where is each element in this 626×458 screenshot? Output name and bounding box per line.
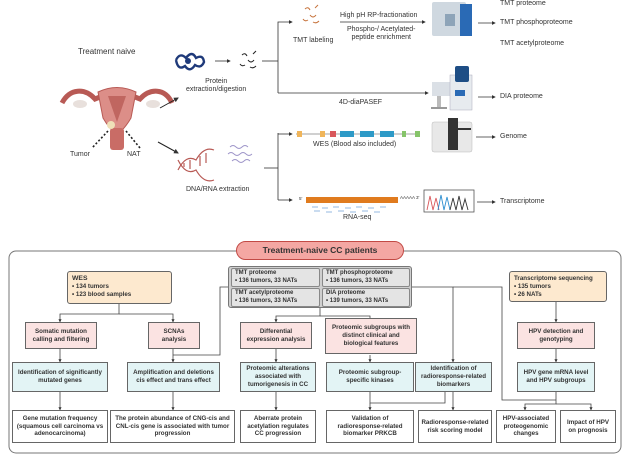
output-tmt-proteome: TMT proteome — [500, 0, 546, 7]
hpv-prognosis-box: Impact of HPV on prognosis — [560, 410, 616, 443]
enrichment-label: Phospho-/ Acetylated- peptide enrichment — [347, 26, 416, 42]
proteomic-subgroups-box: Proteomic subgroups with distinct clinic… — [325, 318, 417, 354]
amplification-deletions-box: Amplification and deletions cis effect a… — [127, 362, 220, 392]
dna-sequencer-icon — [431, 118, 473, 153]
transcriptome-title: Transcriptome sequencing — [514, 275, 593, 282]
tumor-label: Tumor — [70, 151, 90, 158]
radioresponse-biomarkers-box: Identification of radioresponse-related … — [415, 362, 492, 392]
nat-label: NAT — [127, 151, 141, 158]
polya-label: AAAAA 3' — [400, 195, 420, 200]
tmt-labeling-label: TMT labeling — [293, 37, 334, 44]
transcriptome-summary-box: Transcriptome sequencing • 135 tumors • … — [509, 271, 607, 302]
diapasef-label: 4D-diaPASEF — [339, 99, 383, 106]
top-workflow-graphics — [59, 2, 496, 213]
protein-extraction-label: Protein extraction/digestion — [186, 78, 247, 94]
hpv-proteogenomic-box: HPV-associated proteogenomic changes — [496, 410, 556, 443]
cell-detail: • 136 tumors, 33 NATs — [235, 297, 298, 304]
cell-title: TMT acetylproteome — [235, 290, 294, 296]
output-transcriptome: Transcriptome — [500, 198, 545, 205]
proteome-dataset-grid: TMT proteome • 136 tumors, 33 NATs TMT p… — [228, 266, 412, 308]
arrow-to-protein — [159, 97, 179, 109]
transcriptome-item: • 135 tumors — [514, 282, 551, 290]
digested-peptides-icon — [239, 50, 257, 69]
wes-item: • 123 blood samples — [72, 291, 132, 299]
subgroup-kinases-box: Proteomic subgroup-specific kinases — [326, 362, 414, 392]
wes-title: WES — [72, 275, 88, 282]
uterus-icon — [59, 87, 175, 150]
risk-scoring-box: Radioresponse-related risk scoring model — [418, 410, 492, 443]
grid-cell-dia-proteome: DIA proteome • 139 tumors, 33 NATs — [322, 288, 410, 307]
smg-box: Identification of significantly mutated … — [12, 362, 108, 392]
output-tmt-phosphoproteome: TMT phosphoproteome — [500, 19, 573, 26]
sequencing-reads — [312, 206, 386, 213]
cng-cnl-box: The protein abundance of CNG-cis and CNL… — [110, 410, 235, 443]
wes-label: WES (Blood also included) — [313, 141, 397, 148]
treatment-naive-label: Treatment naive — [78, 47, 136, 56]
rna-strands-icon — [227, 145, 253, 163]
proteomic-alterations-box: Proteomic alterations associated with tu… — [240, 362, 316, 392]
timstof-instrument-icon — [431, 66, 473, 111]
dna-helix-icon — [177, 148, 215, 182]
prkcb-validation-box: Validation of radioresponse-related biom… — [326, 410, 414, 443]
mass-spectrometer-icon — [432, 2, 472, 36]
flowchart-title: Treatment-naive CC patients — [236, 241, 404, 260]
transcriptome-item: • 26 NATs — [514, 290, 542, 298]
hpv-detection-box: HPV detection and genotyping — [517, 322, 595, 349]
chromatogram-icon — [423, 189, 475, 213]
cell-detail: • 139 tumors, 33 NATs — [326, 297, 389, 304]
output-tmt-acetylproteome: TMT acetylproteome — [500, 40, 565, 47]
cell-title: DIA proteome — [326, 290, 366, 296]
rnaseq-label: RNA-seq — [343, 214, 372, 221]
five-prime-label: 5' — [299, 196, 303, 201]
grid-cell-tmt-acetylproteome: TMT acetylproteome • 136 tumors, 33 NATs — [231, 288, 320, 307]
wes-item: • 134 tumors — [72, 283, 109, 291]
grid-cell-tmt-proteome: TMT proteome • 136 tumors, 33 NATs — [231, 268, 320, 287]
mrna-transcript-bar — [306, 197, 398, 203]
cell-detail: • 136 tumors, 33 NATs — [235, 277, 298, 284]
output-genome: Genome — [500, 133, 527, 140]
grid-cell-tmt-phosphoproteome: TMT phosphoproteome • 136 tumors, 33 NAT… — [322, 268, 410, 287]
fractionation-label: High pH RP-fractionation — [340, 12, 418, 19]
wes-summary-box: WES • 134 tumors • 123 blood samples — [67, 271, 172, 304]
mutation-frequency-box: Gene mutation frequency (squamous cell c… — [12, 410, 108, 443]
somatic-mutation-box: Somatic mutation calling and filtering — [25, 322, 97, 349]
hpv-mrna-box: HPV gene mRNA level and HPV subgroups — [517, 362, 595, 392]
folded-protein-icon — [174, 52, 206, 71]
dna-rna-extraction-label: DNA/RNA extraction — [186, 186, 250, 193]
exome-gene-track — [296, 131, 420, 137]
cell-title: TMT proteome — [235, 270, 277, 276]
output-dia-proteome: DIA proteome — [500, 93, 543, 100]
acetylation-box: Aberrate protein acetylation regulates C… — [240, 410, 316, 443]
nat-pointer — [125, 130, 141, 149]
cell-detail: • 136 tumors, 33 NATs — [326, 277, 389, 284]
tumor-pointer — [91, 130, 109, 149]
differential-expression-box: Differential expression analysis — [240, 322, 312, 349]
cell-title: TMT phosphoproteome — [326, 270, 393, 276]
scnas-box: SCNAs analysis — [148, 322, 200, 349]
arrow-to-dna — [157, 141, 179, 154]
tmt-label-icon — [302, 4, 320, 24]
